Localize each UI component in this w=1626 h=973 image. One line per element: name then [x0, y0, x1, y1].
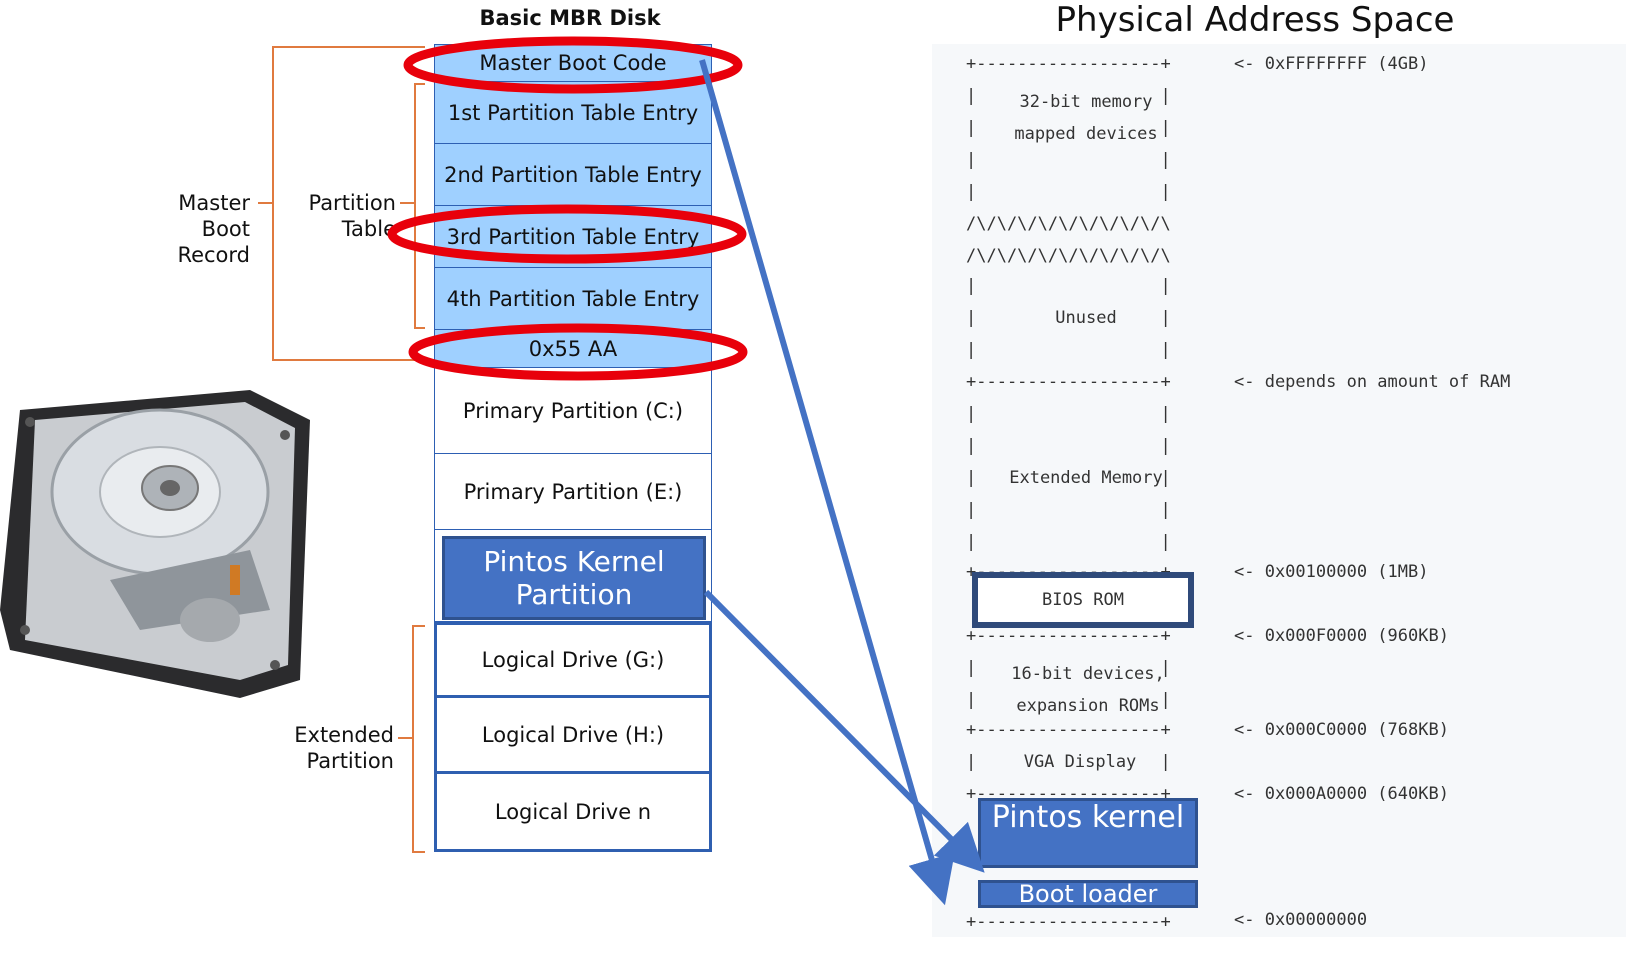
mem-bar-7: | | — [966, 340, 1171, 360]
label-master-boot-record: Master Boot Record — [177, 191, 250, 267]
mem-bar-12: | | — [966, 532, 1171, 552]
highlight-signature — [408, 323, 748, 381]
mem-bar-5: | | — [966, 276, 1171, 296]
mem-bar-6: | | — [966, 308, 1171, 328]
disk-row-primary-e: Primary Partition (E:) — [434, 454, 712, 530]
mem-break-1: /\/\/\/\/\/\/\/\/\/\ — [966, 214, 1171, 234]
mem-bar-11: | | — [966, 500, 1171, 520]
addr-1mb: <- 0x00100000 (1MB) — [1234, 562, 1429, 582]
highlight-3rd-partition-entry — [387, 204, 747, 264]
physical-address-space-title: Physical Address Space — [1055, 0, 1455, 40]
addr-ram: <- depends on amount of RAM — [1234, 372, 1511, 392]
mem-region-boot-loader: Boot loader — [978, 880, 1198, 908]
disk-row-signature: 0x55 AA — [434, 330, 712, 368]
mem-region-16bit-devices: 16-bit devices, expansion ROMs — [1011, 664, 1165, 716]
addr-zero: <- 0x00000000 — [1234, 910, 1368, 930]
highlight-master-boot-code — [403, 36, 743, 94]
mem-bar-10: | | — [966, 468, 1171, 488]
brace-partition-table — [414, 83, 425, 329]
disk-row-master-boot-code: Master Boot Code — [434, 44, 712, 82]
hard-disk-drive-image — [0, 390, 310, 698]
brace-extended-partition — [412, 625, 425, 853]
mem-bar-15: | | — [966, 752, 1171, 772]
mem-region-vga: VGA Display — [1023, 752, 1137, 772]
mem-break-2: /\/\/\/\/\/\/\/\/\/\ — [966, 246, 1171, 266]
mem-region-bios-rom: BIOS ROM — [972, 572, 1194, 628]
disk-row-partition-entry-2: 2nd Partition Table Entry — [434, 144, 712, 206]
mbr-disk-title: Basic MBR Disk — [479, 6, 661, 30]
mem-border-768: +------------------+ — [966, 720, 1171, 740]
disk-row-primary-c: Primary Partition (C:) — [434, 368, 712, 454]
mem-border-top: +------------------+ — [966, 54, 1171, 74]
disk-row-logical-h: Logical Drive (H:) — [434, 698, 712, 774]
mem-bar-2: | | — [966, 118, 1171, 138]
label-partition-table: Partition Table — [308, 191, 396, 241]
mem-region-pintos-kernel: Pintos kernel — [978, 798, 1198, 868]
mem-region-unused: Unused — [1055, 308, 1117, 328]
arrow-mbr-to-boot-loader — [699, 59, 955, 906]
label-extended-partition: Extended Partition — [294, 723, 394, 773]
mem-border-960: +------------------+ — [966, 626, 1171, 646]
disk-row-logical-n: Logical Drive n — [434, 774, 712, 852]
mem-region-extended: Extended Memory — [1009, 468, 1163, 488]
arrow-kernel-to-memory — [703, 589, 985, 873]
mem-bar-13: | | — [966, 658, 1171, 678]
mem-bar-8: | | — [966, 404, 1171, 424]
mem-bar-3: | | — [966, 150, 1171, 170]
mem-bar-9: | | — [966, 436, 1171, 456]
addr-4gb: <- 0xFFFFFFFF (4GB) — [1234, 54, 1429, 74]
memory-map-panel — [932, 44, 1626, 937]
mem-bar-1: | | — [966, 86, 1171, 106]
mem-border-ram: +------------------+ — [966, 372, 1171, 392]
addr-640kb: <- 0x000A0000 (640KB) — [1234, 784, 1449, 804]
disk-row-logical-g: Logical Drive (G:) — [434, 622, 712, 698]
mem-bar-14: | | — [966, 690, 1171, 710]
mem-bar-4: | | — [966, 182, 1171, 202]
addr-768kb: <- 0x000C0000 (768KB) — [1234, 720, 1449, 740]
mem-region-32bit-devices: 32-bit memory mapped devices — [1014, 92, 1158, 144]
pintos-kernel-partition: Pintos Kernel Partition — [442, 536, 706, 620]
mem-border-bottom: +------------------+ — [966, 912, 1171, 932]
addr-960kb: <- 0x000F0000 (960KB) — [1234, 626, 1449, 646]
